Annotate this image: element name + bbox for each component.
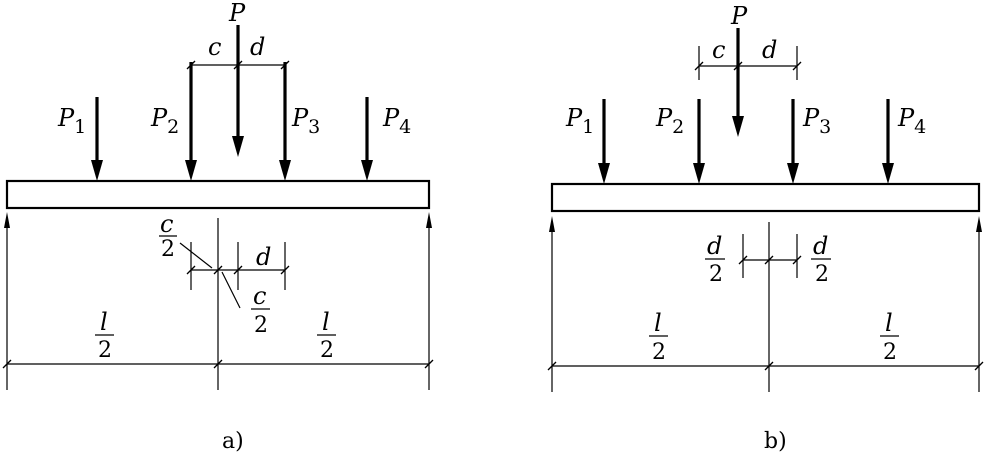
fraction-numerator: l xyxy=(322,308,330,336)
load-arrow-p2-a xyxy=(185,62,197,181)
fraction-d-half-right-b: d 2 xyxy=(811,232,831,287)
load-arrow-p3-b xyxy=(787,99,799,184)
fraction-denominator: 2 xyxy=(254,313,268,338)
fraction-c-half-upper-a: c 2 xyxy=(159,210,177,262)
fraction-l-half-right-b: l 2 xyxy=(880,309,899,365)
load-arrow-p3-a xyxy=(279,62,291,181)
load-arrow-p-b xyxy=(732,28,744,137)
fraction-d-half-left-b: d 2 xyxy=(705,232,725,287)
caption-a: a) xyxy=(222,429,244,454)
support-right-a xyxy=(426,212,432,390)
label-p1-a: P1 xyxy=(57,104,86,138)
dimension-c-d-top-b xyxy=(694,46,802,80)
fraction-numerator: c xyxy=(253,282,266,310)
label-p3-b: P3 xyxy=(802,104,831,138)
load-arrow-p1-a xyxy=(91,97,103,181)
dim-label-c-top-a: c xyxy=(208,33,221,61)
support-left-a xyxy=(4,212,10,390)
fraction-denominator: 2 xyxy=(161,237,175,262)
label-p4-a: P4 xyxy=(382,104,411,138)
fraction-numerator: l xyxy=(100,308,108,336)
label-p-a: P xyxy=(228,0,246,27)
label-p-b: P xyxy=(730,2,748,30)
beam-a xyxy=(5,179,431,210)
dimension-bottom-b xyxy=(547,361,984,371)
label-p2-b: P2 xyxy=(655,104,684,138)
fraction-numerator: l xyxy=(885,309,893,337)
support-right-b xyxy=(976,216,982,392)
fraction-denominator: 2 xyxy=(709,262,723,287)
label-p3-a: P3 xyxy=(291,104,320,138)
label-p2-a: P2 xyxy=(150,104,179,138)
fraction-c-half-lower-a: c 2 xyxy=(251,282,270,338)
fraction-l-half-left-b: l 2 xyxy=(649,309,668,365)
load-arrow-p2-b xyxy=(693,99,705,184)
dim-label-d-mid-a: d xyxy=(256,243,271,271)
dim-label-d-top-b: d xyxy=(762,36,777,64)
fraction-denominator: 2 xyxy=(98,338,112,363)
fraction-numerator: d xyxy=(707,232,722,260)
load-arrow-p4-b xyxy=(882,99,894,184)
label-p4-b: P4 xyxy=(897,104,926,138)
fraction-l-half-left-a: l 2 xyxy=(95,308,114,363)
label-p1-b: P1 xyxy=(565,104,594,138)
fraction-l-half-right-a: l 2 xyxy=(317,308,336,363)
load-arrow-p-a xyxy=(232,25,244,157)
dimension-mid-a xyxy=(179,242,290,309)
fraction-numerator: l xyxy=(654,309,662,337)
fraction-numerator: c xyxy=(160,210,173,238)
caption-b: b) xyxy=(764,429,787,454)
panel-b: P P1 P2 P3 P4 xyxy=(547,2,984,454)
load-arrow-p4-a xyxy=(361,97,373,181)
fraction-denominator: 2 xyxy=(815,262,829,287)
fraction-denominator: 2 xyxy=(652,340,666,365)
panel-a: P P1 P2 P3 P4 c xyxy=(2,0,434,454)
dimension-bottom-a xyxy=(2,359,434,369)
beam-b xyxy=(550,182,981,213)
dim-label-c-top-b: c xyxy=(712,36,725,64)
support-left-b xyxy=(549,216,555,392)
load-arrow-p1-b xyxy=(598,99,610,184)
dimension-mid-b xyxy=(738,234,802,278)
dim-label-d-top-a: d xyxy=(250,33,265,61)
fraction-denominator: 2 xyxy=(320,338,334,363)
fraction-numerator: d xyxy=(813,232,828,260)
fraction-denominator: 2 xyxy=(883,340,897,365)
dimension-c-d-top-a xyxy=(186,60,290,70)
